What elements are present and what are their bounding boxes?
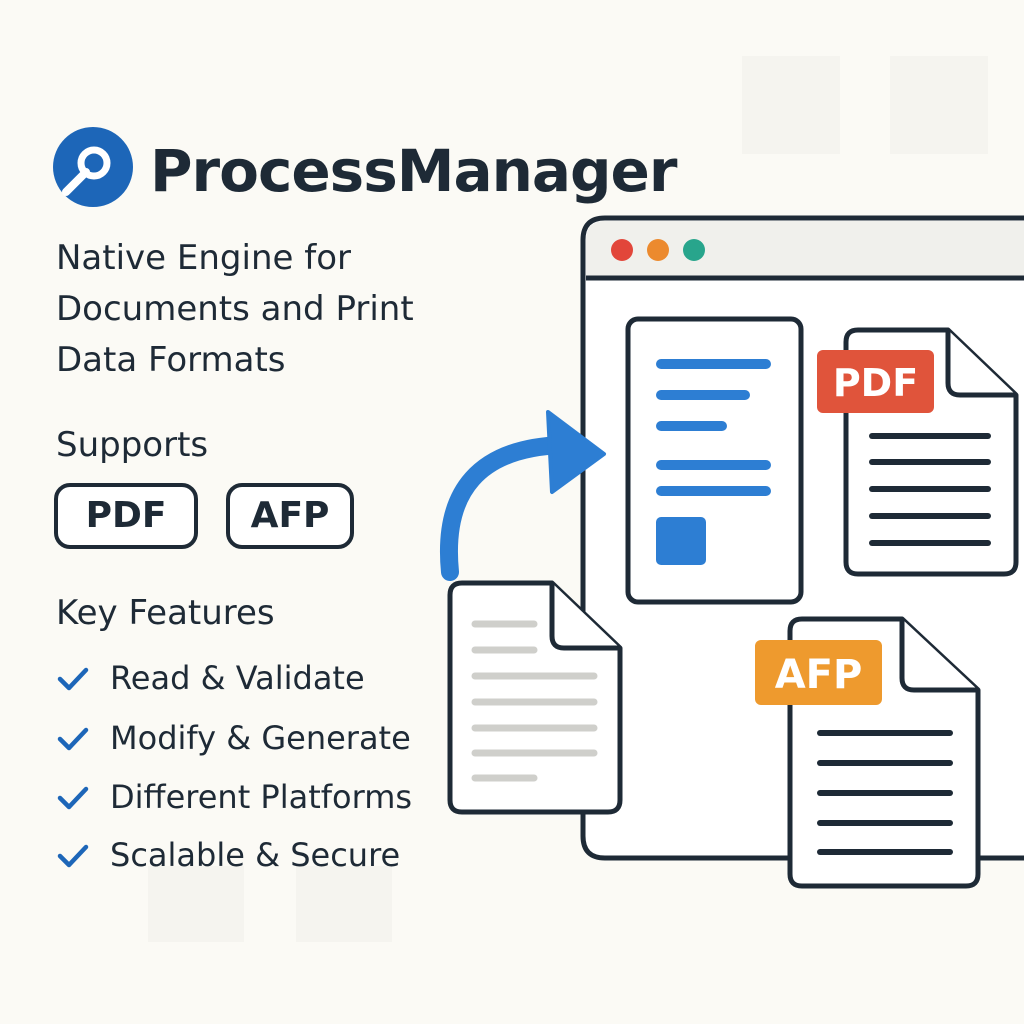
checkmark-icon <box>57 667 89 691</box>
conversion-arrow-icon <box>440 410 606 581</box>
pdf-document-icon: PDF <box>817 327 1019 577</box>
brand-name: ProcessManager <box>150 137 677 205</box>
tagline-line: Data Formats <box>56 340 286 380</box>
feature-item: Scalable & Secure <box>56 830 400 880</box>
features-heading: Key Features <box>56 593 275 633</box>
feature-label: Scalable & Secure <box>110 836 401 874</box>
supports-heading: Supports <box>56 425 209 465</box>
feature-label: Modify & Generate <box>110 719 411 757</box>
checkmark-icon <box>57 727 89 751</box>
feature-item: Read & Validate <box>56 653 365 703</box>
feature-item: Modify & Generate <box>56 713 411 763</box>
source-document-icon <box>447 580 623 815</box>
checkmark-icon <box>57 786 89 810</box>
feature-label: Different Platforms <box>110 778 413 816</box>
pdf-badge-label: PDF <box>833 361 918 405</box>
afp-document-icon: AFP <box>755 616 981 889</box>
pdf-badge <box>817 350 934 413</box>
faint-tile <box>890 56 988 154</box>
format-pill-afp: AFP <box>226 483 354 549</box>
generated-document-icon <box>625 316 804 605</box>
tagline-line: Documents and Print <box>56 289 414 329</box>
faint-tile <box>296 866 392 942</box>
afp-badge-label: AFP <box>775 652 863 698</box>
checkmark-icon <box>57 844 89 868</box>
faint-tile <box>148 866 244 942</box>
format-pill-pdf: PDF <box>54 483 198 549</box>
feature-label: Read & Validate <box>110 659 365 697</box>
window-dot-orange <box>647 239 669 261</box>
window-dot-red <box>611 239 633 261</box>
tagline-line: Native Engine for <box>56 238 351 278</box>
faint-tile <box>742 56 840 154</box>
feature-item: Different Platforms <box>56 772 412 822</box>
circle-key-logo-icon <box>53 127 133 207</box>
afp-badge <box>755 640 882 705</box>
tagline: Native Engine for Documents and Print Da… <box>56 233 476 386</box>
window-dot-green <box>683 239 705 261</box>
